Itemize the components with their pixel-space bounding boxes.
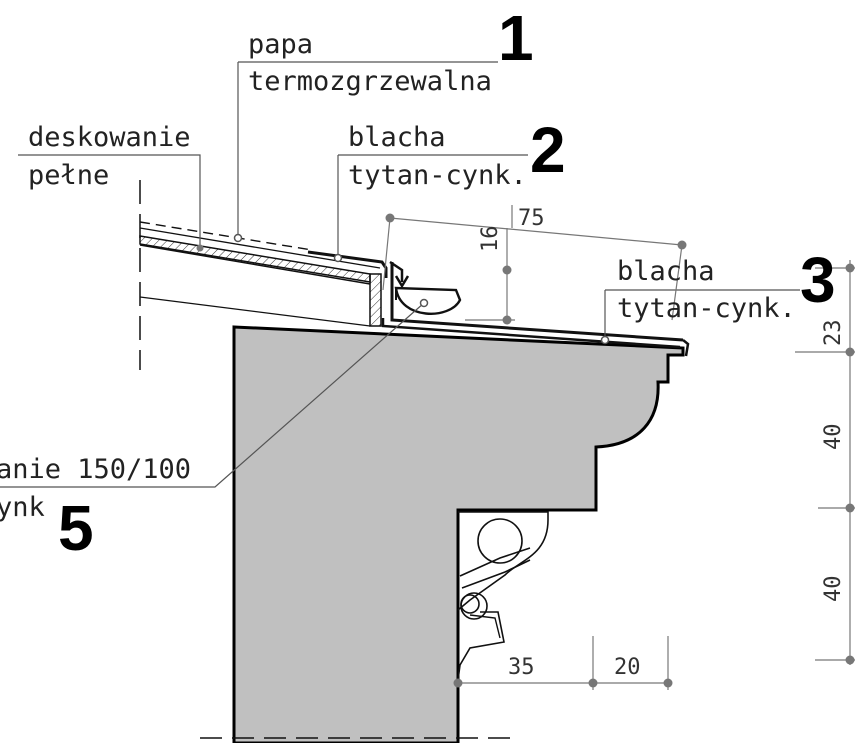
dim-16: 16 (478, 226, 503, 253)
felt-dash-line (139, 221, 313, 251)
marker-5: 5 (58, 492, 94, 564)
label-deskowanie: deskowanie (28, 122, 191, 153)
fascia-board (369, 273, 382, 327)
label-tytan-cynk-3: tytan-cynk. (617, 293, 796, 324)
label-termozgrzewalna: termozgrzewalna (248, 66, 492, 97)
gutter (394, 286, 462, 315)
dim-75: 75 (518, 206, 545, 231)
marker-3: 3 (800, 244, 836, 316)
cornice-masonry (232, 325, 685, 743)
flashing-2-drip (389, 260, 410, 289)
marker-1: 1 (498, 2, 534, 74)
dim-20: 20 (614, 655, 641, 680)
label-blacha-3: blacha (617, 256, 715, 287)
dim-35: 35 (508, 655, 535, 680)
cornice-bracket (457, 511, 549, 681)
flashing-2 (307, 250, 388, 278)
label-rynna-cynk: ynk (0, 492, 45, 523)
label-pelne: pełne (28, 160, 109, 191)
label-blacha-2: blacha (348, 122, 446, 153)
label-tytan-cynk-2: tytan-cynk. (348, 160, 527, 191)
dim-40-lower: 40 (821, 576, 846, 603)
label-rynna: anie 150/100 (0, 454, 191, 485)
dim-40-upper: 40 (821, 424, 846, 451)
dimensions (382, 205, 855, 690)
dim-23: 23 (821, 320, 846, 347)
leaders (0, 61, 800, 488)
marker-2: 2 (530, 114, 566, 186)
label-papa: papa (248, 29, 313, 60)
